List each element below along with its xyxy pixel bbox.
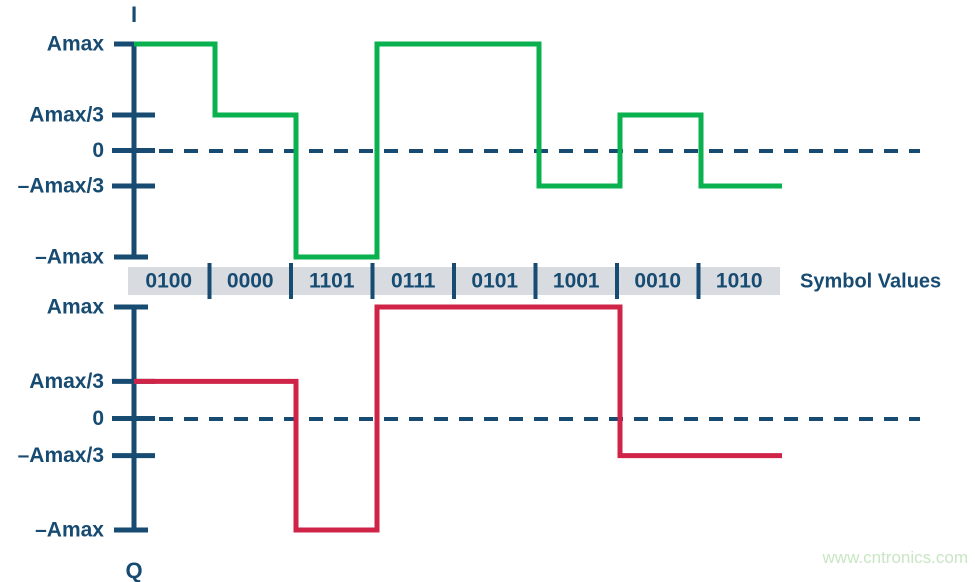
tick-label: Amax/3 [29,370,104,393]
symbol-value: 0111 [391,270,436,293]
tick-label: Amax/3 [29,104,104,127]
symbol-band: 0100 0000 1101 0111 0101 1001 0010 1010 Symbol … [145,263,941,299]
q-waveform [134,304,782,533]
tick-label: 0 [92,407,104,430]
symbol-value: 1101 [309,270,355,293]
symbol-value: 1010 [716,270,763,293]
symbol-value: 1001 [553,270,600,293]
tick-label: Amax [47,33,105,56]
tick-label: 0 [92,139,104,162]
tick-label: Amax [47,296,105,319]
i-waveform [134,41,782,260]
q-axis-name: Q [125,558,142,582]
tick-label: –Amax [35,246,104,269]
i-tick-marks [112,41,155,260]
symbol-values-caption: Symbol Values [800,270,941,292]
i-axis-name: I [131,2,137,27]
watermark-text: www.cntronics.com [822,548,968,567]
tick-label: –Amax [35,519,104,542]
tick-label: –Amax/3 [18,175,104,198]
tick-label: –Amax/3 [18,444,104,467]
symbol-value: 0010 [634,270,681,293]
symbol-dividers [207,263,701,299]
symbol-value-labels: 0100 0000 1101 0111 0101 1001 0010 1010 [145,270,762,293]
symbol-value: 0000 [227,270,274,293]
symbol-value: 0100 [145,270,192,293]
symbol-value: 0101 [471,270,518,293]
